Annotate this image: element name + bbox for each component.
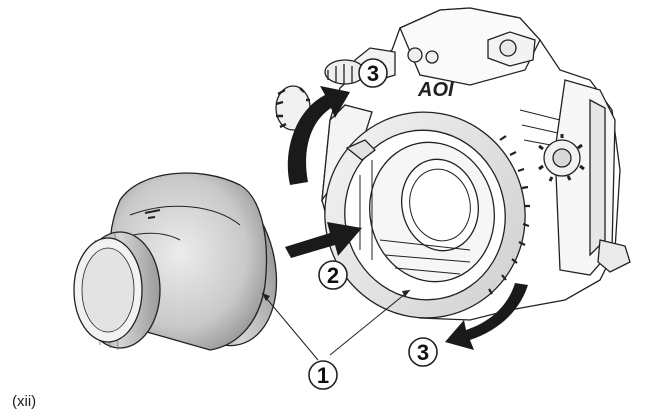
leader-lines — [261, 289, 411, 361]
right-control-knob — [538, 134, 585, 182]
brand-logo: AOI — [417, 79, 454, 101]
figure-caption: (xii) — [12, 393, 37, 410]
svg-text:2: 2 — [327, 263, 339, 288]
svg-text:3: 3 — [367, 61, 379, 86]
callout-step-2: 2 — [318, 260, 348, 290]
leader-arrowhead — [402, 290, 410, 297]
straight-insert-arrow-icon — [285, 222, 362, 258]
dome-port — [73, 172, 278, 351]
callout-step-1: 1 — [308, 360, 338, 390]
callout-step-3-bottom: 3 — [408, 337, 438, 367]
curved-rotation-arrow-icon — [287, 86, 350, 185]
leader-arrowhead — [262, 293, 270, 301]
svg-text:3: 3 — [417, 340, 429, 365]
lens-port-mount — [324, 111, 530, 319]
curved-rotation-arrow-icon — [445, 283, 528, 350]
callout-step-3-top: 3 — [358, 58, 388, 88]
svg-text:1: 1 — [317, 363, 329, 388]
